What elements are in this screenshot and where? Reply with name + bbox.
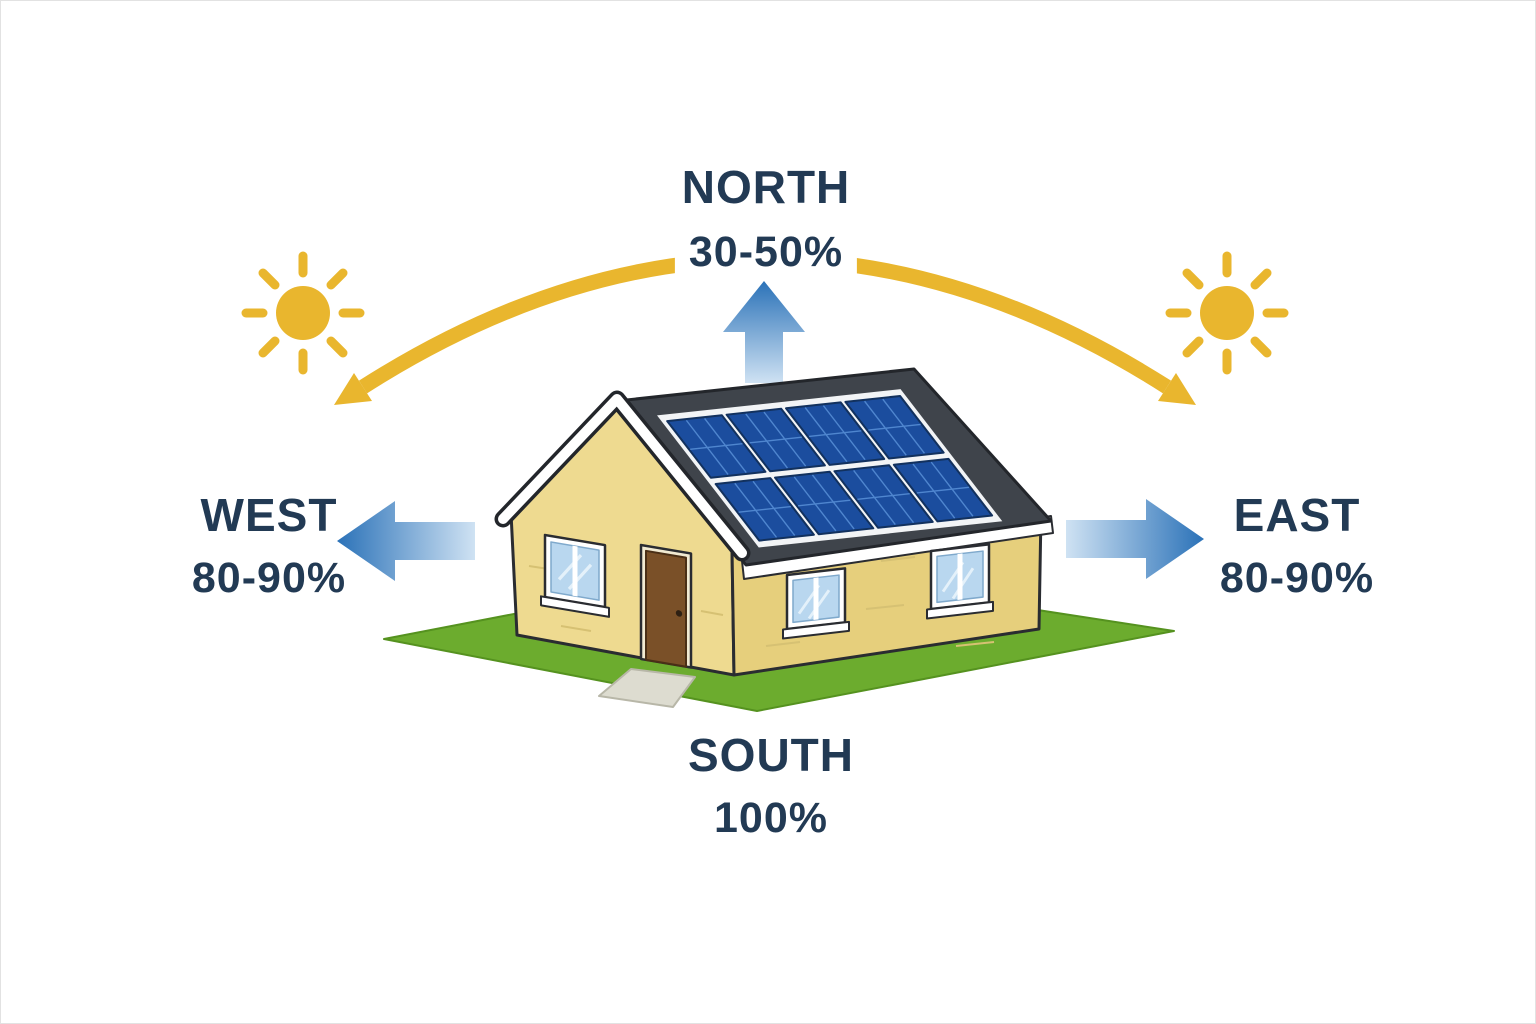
east-label: EAST — [1233, 489, 1361, 541]
west-arrow-icon — [337, 501, 475, 581]
door-knob — [675, 610, 683, 617]
house-illustration — [383, 369, 1175, 712]
west-direction-group: WEST 80-90% — [192, 491, 346, 601]
north-value: 30-50% — [674, 228, 858, 278]
gable-window — [540, 533, 610, 618]
bargeboard — [494, 390, 751, 562]
sun-icon-right — [1170, 256, 1284, 370]
south-direction-group: SOUTH 100% — [688, 731, 854, 841]
front-window-right — [926, 543, 994, 620]
solar-panel-array — [657, 389, 1002, 547]
east-value: 80-90% — [1219, 554, 1375, 603]
north-direction-group: NORTH 30-50% — [674, 161, 858, 278]
front-window-left — [782, 567, 850, 640]
brick-texture — [528, 556, 995, 647]
front-door — [639, 543, 693, 669]
east-arrow-icon — [1066, 499, 1204, 579]
west-value: 80-90% — [191, 554, 347, 603]
south-value: 100% — [714, 794, 828, 843]
north-label: NORTH — [681, 161, 851, 213]
south-label: SOUTH — [688, 729, 854, 781]
west-label: WEST — [200, 489, 338, 541]
north-arrow-icon — [723, 281, 805, 383]
east-direction-group: EAST 80-90% — [1220, 491, 1374, 601]
sun-path-arrowhead-right — [1158, 373, 1196, 405]
sun-path-arrowhead-left — [334, 373, 372, 405]
walkway — [598, 668, 696, 708]
sun-icon-left — [246, 256, 360, 370]
